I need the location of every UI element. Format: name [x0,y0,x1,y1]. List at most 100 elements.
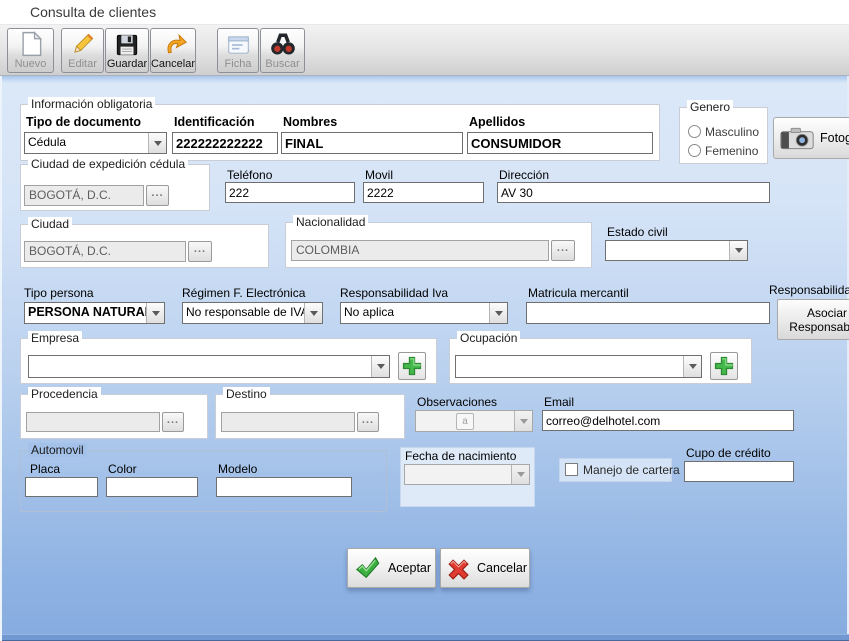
estado-civil-label: Estado civil [607,225,668,239]
responsabilidad-iva-label: Responsabilidad Iva [340,286,449,300]
aceptar-button[interactable]: Aceptar [347,548,436,588]
apellidos-label: Apellidos [469,115,526,129]
aceptar-button-label: Aceptar [387,561,432,575]
binoculars-icon [269,30,297,58]
form-area: Información obligatoria Tipo de document… [0,76,849,641]
chevron-down-icon [511,465,529,484]
responsabilidad-iva-select[interactable]: No aplica [340,302,508,324]
ciudad-expedicion-browse-button[interactable]: ... [146,185,169,206]
toolbar-button-label: Nuevo [14,58,47,70]
masculino-label: Masculino [705,125,760,139]
observaciones-label: Observaciones [417,395,498,409]
cancelar-button[interactable]: Cancelar [440,548,530,588]
chevron-down-icon [514,411,532,431]
chevron-down-icon [148,133,166,153]
modelo-input[interactable] [216,477,352,497]
pencil-icon [69,31,96,58]
automovil-groupbox: Automovil [20,443,387,512]
apellidos-input[interactable] [467,132,653,154]
buscar-button[interactable]: Buscar [260,28,305,73]
cupo-credito-label: Cupo de crédito [686,446,771,460]
direccion-input[interactable] [497,182,770,203]
guardar-button[interactable]: Guardar [105,28,149,73]
nombres-input[interactable] [281,132,463,154]
chevron-down-icon [683,356,701,377]
editar-button[interactable]: Editar [61,28,104,73]
tipo-persona-select[interactable]: PERSONA NATURAL [24,302,165,324]
ciudad-expedicion-field: BOGOTÁ, D.C. [24,185,144,206]
groupbox-legend: Automovil [28,443,87,457]
direccion-label: Dirección [499,168,550,182]
nacionalidad-field: COLOMBIA [291,240,549,261]
toolbar-button-label: Buscar [265,58,300,70]
ocupacion-add-button[interactable] [710,352,738,380]
responsabilidad-f-label: Responsabilidad F [769,283,849,297]
groupbox-legend: Destino [223,387,270,401]
nacionalidad-browse-button[interactable]: ... [551,240,575,261]
observaciones-select[interactable]: a [415,410,533,432]
movil-input[interactable] [363,182,484,203]
groupbox-legend: Nacionalidad [293,215,369,229]
groupbox-legend: Ciudad de expedición cédula [28,157,189,171]
regimen-select[interactable]: No responsable de IVA [182,302,323,324]
estado-civil-select[interactable] [605,240,748,261]
chevron-down-icon [304,303,322,323]
cancelar-toolbar-button[interactable]: Cancelar [150,28,196,73]
procedencia-field [26,412,160,432]
placa-label: Placa [30,462,61,476]
movil-label: Movil [365,168,394,182]
camera-icon [780,126,814,151]
chevron-down-icon [729,241,747,260]
check-icon [352,554,382,582]
regimen-label: Régimen F. Electrónica [182,286,306,300]
matricula-mercantil-label: Matricula mercantil [528,286,629,300]
toolbar-button-label: Cancelar [150,58,196,70]
masculino-radio[interactable] [688,125,701,138]
ciudad-field: BOGOTÁ, D.C. [24,241,186,262]
ciudad-browse-button[interactable]: ... [188,241,212,262]
ficha-button[interactable]: Ficha [217,28,259,73]
title-bar: Consulta de clientes [0,0,849,24]
placa-input[interactable] [25,477,98,497]
color-input[interactable] [106,477,198,497]
tipo-persona-label: Tipo persona [24,286,94,300]
groupbox-legend: Empresa [28,331,83,345]
fecha-nacimiento-select[interactable] [404,464,530,485]
asociar-responsabilidades-button[interactable]: Asociar Responsabilid [777,299,849,340]
tipo-documento-label: Tipo de documento [26,115,142,129]
chevron-down-icon [146,303,164,323]
note-a-icon: a [456,412,474,430]
nuevo-button[interactable]: Nuevo [7,28,54,73]
femenino-radio[interactable] [688,144,701,157]
tipo-documento-select[interactable]: Cédula [24,132,167,154]
procedencia-browse-button[interactable]: ... [162,412,184,432]
chevron-down-icon [489,303,507,323]
groupbox-legend: Procedencia [28,387,101,401]
cupo-credito-input[interactable] [684,461,794,482]
email-label: Email [544,395,575,409]
ocupacion-select[interactable] [455,355,702,378]
cancelar-button-label: Cancelar [476,561,528,575]
telefono-label: Teléfono [227,168,273,182]
toolbar-button-label: Ficha [224,58,252,70]
empresa-select[interactable] [28,355,390,378]
undo-arrow-icon [159,30,187,58]
page-title: Consulta de clientes [30,4,157,20]
manejo-cartera-checkbox[interactable] [565,463,578,476]
modelo-label: Modelo [218,462,258,476]
telefono-input[interactable] [225,182,355,203]
page-icon [17,30,45,58]
color-label: Color [108,462,137,476]
toolbar-button-label: Editar [68,58,97,70]
fotografia-button[interactable]: Fotogra [773,117,849,159]
empresa-add-button[interactable] [398,352,426,380]
fecha-nacimiento-label: Fecha de nacimiento [405,449,517,463]
identificacion-label: Identificación [174,115,255,129]
toolbar: Nuevo Editar Guardar Cancelar Ficha [0,24,849,76]
email-input[interactable] [542,410,794,431]
destino-browse-button[interactable]: ... [357,412,379,432]
identificacion-input[interactable] [172,132,278,154]
matricula-mercantil-input[interactable] [526,302,770,324]
floppy-icon [114,31,140,58]
